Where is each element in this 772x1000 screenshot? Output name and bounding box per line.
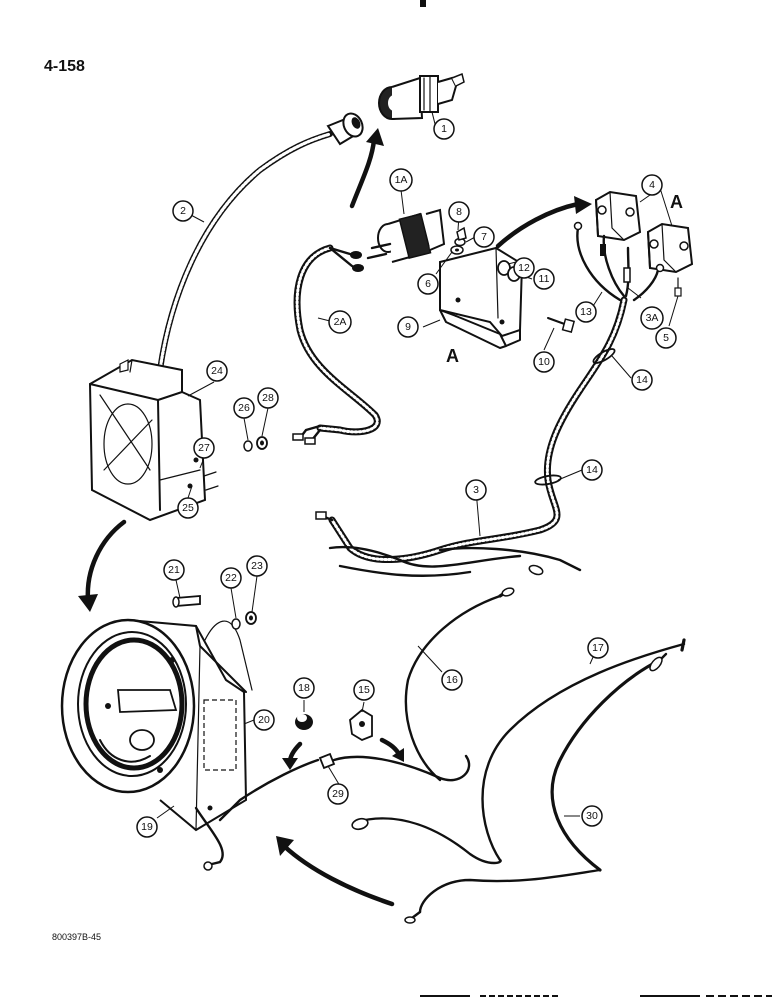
callout-21: 21	[163, 559, 185, 581]
svg-text:28: 28	[262, 392, 274, 404]
callout-18: 18	[293, 677, 315, 699]
callout-1: 1	[433, 118, 455, 140]
svg-text:25: 25	[182, 502, 194, 514]
svg-text:7: 7	[481, 231, 487, 243]
view-letter-a-bracket: A	[446, 346, 459, 366]
fasteners-parts-25-28	[203, 436, 268, 491]
callout-10: 10	[533, 351, 555, 373]
callout-13: 13	[575, 301, 597, 323]
callout-20: 20	[253, 709, 275, 731]
svg-text:9: 9	[405, 321, 411, 333]
svg-text:24: 24	[211, 365, 223, 377]
callout-5: 5	[655, 327, 677, 349]
callout-4: 4	[641, 174, 663, 196]
lamp-lead	[194, 620, 253, 871]
callout-22: 22	[220, 567, 242, 589]
svg-text:30: 30	[586, 810, 598, 822]
svg-text:2: 2	[180, 205, 186, 217]
callout-29: 29	[327, 783, 349, 805]
svg-text:29: 29	[332, 788, 344, 800]
svg-text:17: 17	[592, 642, 604, 654]
view-letter-a-relays: A	[670, 192, 683, 212]
callout-2a: 2A	[328, 310, 352, 334]
wire-lead-part-2	[157, 112, 364, 373]
svg-text:18: 18	[298, 682, 310, 694]
cable-ties-part-14	[534, 348, 616, 486]
callout-3: 3	[465, 479, 487, 501]
switch-part-1a	[366, 208, 446, 263]
callout-14-upper: 14	[631, 369, 653, 391]
lamp-housing-part-19	[60, 618, 248, 832]
wire-part-16	[404, 587, 515, 782]
callout-17: 17	[587, 637, 609, 659]
svg-text:12: 12	[518, 262, 530, 274]
svg-text:3A: 3A	[646, 312, 659, 324]
svg-text:14: 14	[636, 374, 648, 386]
callout-26: 26	[233, 397, 255, 419]
svg-text:20: 20	[258, 714, 270, 726]
svg-text:5: 5	[663, 332, 669, 344]
callout-28: 28	[257, 387, 279, 409]
page-number: 4-158	[44, 58, 85, 75]
callout-6: 6	[417, 273, 439, 295]
svg-text:6: 6	[425, 278, 431, 290]
svg-text:8: 8	[456, 206, 462, 218]
svg-text:10: 10	[538, 356, 550, 368]
harness-part-2a	[292, 244, 381, 445]
svg-text:4: 4	[649, 179, 655, 191]
callout-24: 24	[206, 360, 228, 382]
callout-1a: 1A	[389, 168, 413, 192]
hardware-parts-6-7-8	[450, 226, 467, 255]
callout-16: 16	[441, 669, 463, 691]
svg-text:2A: 2A	[334, 316, 347, 328]
callout-30: 30	[581, 805, 603, 827]
svg-text:3: 3	[473, 484, 479, 496]
callout-8: 8	[448, 201, 470, 223]
callout-15: 15	[353, 679, 375, 701]
svg-text:23: 23	[251, 560, 263, 572]
lead-part-30	[404, 652, 668, 924]
assembly-arrows	[78, 128, 592, 907]
figure-code: 800397B-45	[52, 932, 102, 942]
svg-text:19: 19	[141, 821, 153, 833]
registration-mark	[420, 0, 426, 7]
svg-text:1A: 1A	[395, 174, 408, 186]
relay-parts-4	[594, 190, 694, 274]
svg-text:1: 1	[441, 123, 447, 135]
svg-text:22: 22	[225, 572, 237, 584]
svg-text:16: 16	[446, 674, 458, 686]
svg-text:13: 13	[580, 306, 592, 318]
callout-14-lower: 14	[581, 459, 603, 481]
gauge-housing-part-24	[88, 358, 207, 522]
main-harness-part-3	[315, 296, 628, 577]
callout-12: 12	[513, 257, 535, 279]
svg-text:14: 14	[586, 464, 598, 476]
callout-23: 23	[246, 555, 268, 577]
relay-leads-parts-13-3a	[573, 221, 682, 302]
hose-part-17	[351, 638, 686, 865]
callout-27: 27	[193, 437, 215, 459]
svg-text:21: 21	[168, 564, 180, 576]
sender-part-1	[378, 72, 465, 120]
bracket-part-9	[439, 246, 524, 349]
callout-7: 7	[473, 226, 495, 248]
callout-3a: 3A	[640, 306, 664, 330]
svg-text:15: 15	[358, 684, 370, 696]
grommet-part-18	[295, 714, 313, 730]
callout-19: 19	[136, 816, 158, 838]
svg-text:27: 27	[198, 442, 210, 454]
callout-11: 11	[533, 268, 555, 290]
callout-2: 2	[172, 200, 194, 222]
callout-9: 9	[397, 316, 419, 338]
svg-text:11: 11	[539, 273, 550, 285]
callout-25: 25	[177, 497, 199, 519]
svg-text:26: 26	[238, 402, 250, 414]
clip-part-15	[349, 708, 373, 742]
fasteners-parts-21-23	[172, 595, 257, 630]
